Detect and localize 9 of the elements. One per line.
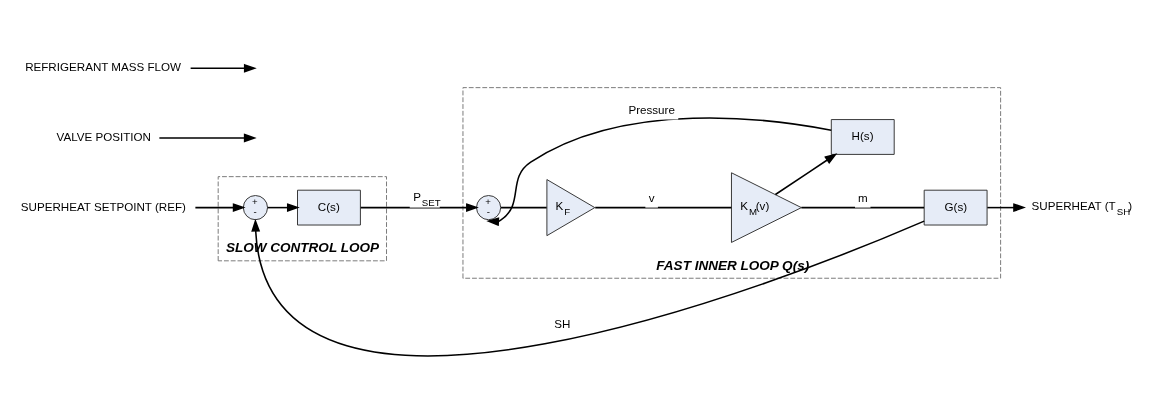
edge-label: P$_{SET}$	[413, 189, 441, 208]
edge-label: m	[857, 190, 868, 204]
edge-label: v	[648, 190, 655, 204]
node-text: SUPERHEAT SETPOINT (REF)	[20, 199, 186, 213]
node-text: SUPERHEAT (T$_{SH}$)	[1031, 198, 1133, 217]
node-text: REFRIGERANT MASS FLOW	[25, 59, 182, 73]
node-text: VALVE POSITION	[56, 129, 151, 143]
edge-label: SH	[554, 316, 571, 330]
edge-label: Pressure	[628, 102, 675, 116]
